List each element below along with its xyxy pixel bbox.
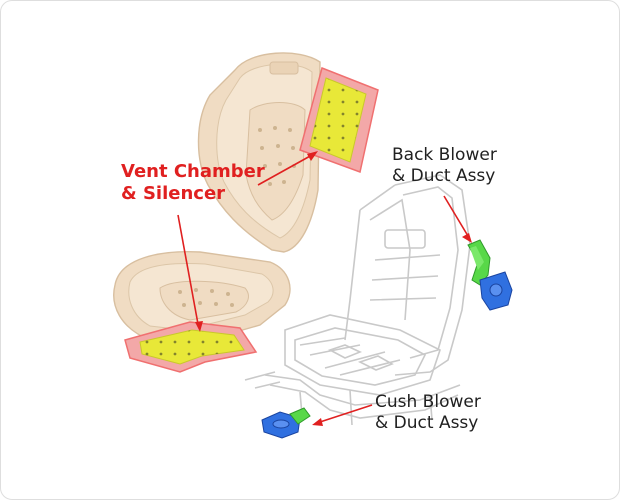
cushion-vent-chamber xyxy=(124,321,258,373)
vent-chamber-label-line1: Vent Chamber xyxy=(121,161,265,182)
cush-blower-label-line1: Cush Blower xyxy=(375,392,481,412)
cushion-blower-assy xyxy=(261,407,311,439)
back-blower-label: Back Blower & Duct Assy xyxy=(392,145,497,187)
seat-back-pad xyxy=(197,52,321,253)
back-vent-chamber xyxy=(299,66,379,173)
callout-arrows xyxy=(177,151,472,426)
back-blower-label-line2: & Duct Assy xyxy=(392,166,496,186)
back-blower-assy xyxy=(467,239,513,311)
seat-cushion-pad xyxy=(113,251,291,346)
cush-blower-label-line2: & Duct Assy xyxy=(375,413,479,433)
cush-blower-label: Cush Blower & Duct Assy xyxy=(375,392,481,434)
back-blower-label-line1: Back Blower xyxy=(392,145,497,165)
vent-chamber-label-line2: & Silencer xyxy=(121,183,226,204)
vent-chamber-label: Vent Chamber & Silencer xyxy=(121,161,265,205)
